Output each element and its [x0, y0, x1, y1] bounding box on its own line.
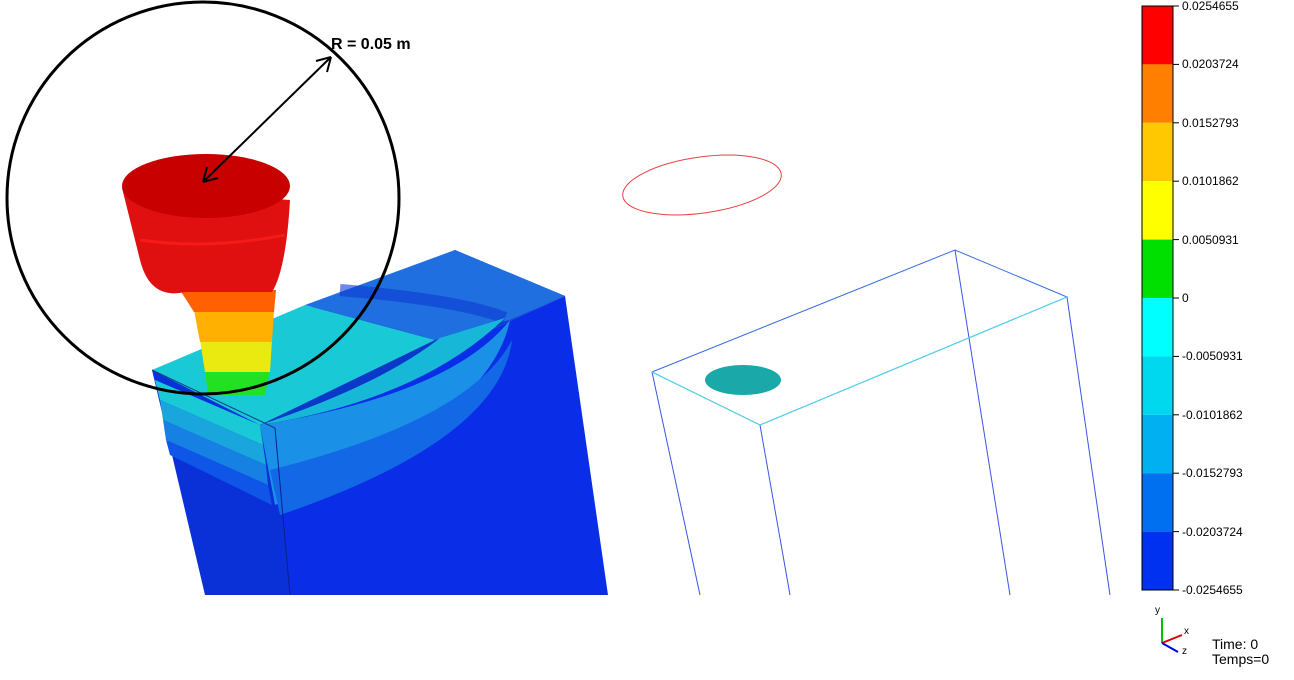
colorbar-tick-label: -0.0203724 — [1182, 524, 1243, 539]
radius-circle — [5, 0, 401, 396]
contact-ring — [622, 154, 782, 216]
colorbar-band — [1142, 356, 1173, 415]
colorbar-tick-label: 0.0101862 — [1182, 174, 1239, 189]
colorbar-band — [1142, 414, 1173, 474]
colorbar-tick-label: 0 — [1182, 291, 1189, 305]
colorbar-tick-label: -0.0101862 — [1182, 407, 1243, 422]
axis-z-label: z — [1182, 646, 1187, 657]
axes-triad-icon — [1161, 618, 1183, 653]
temps-label: Temps=0 — [1212, 651, 1270, 667]
colorbar — [1141, 5, 1179, 591]
colorbar-tick-label: 0.0203724 — [1182, 57, 1239, 72]
colorbar-band — [1142, 239, 1173, 298]
contact-patch — [705, 365, 781, 395]
colorbar-band — [1142, 298, 1173, 357]
colorbar-tick-label: -0.0050931 — [1182, 349, 1243, 364]
colorbar-band — [1142, 6, 1173, 65]
radius-label: R = 0.05 m — [331, 36, 411, 53]
colorbar-band — [1142, 473, 1173, 532]
wireframe-block — [651, 249, 1111, 596]
axis-x-label: x — [1184, 626, 1189, 637]
time-label: Time: 0 — [1212, 636, 1259, 652]
colorbar-tick-label: 0.0152793 — [1182, 115, 1239, 130]
colorbar-tick-label: -0.0152793 — [1182, 466, 1243, 481]
colorbar-tick-label: 0.0254655 — [1182, 0, 1239, 13]
colorbar-tick-label: 0.0050931 — [1182, 232, 1239, 247]
indenter — [122, 154, 290, 395]
radius-arrow — [202, 56, 332, 183]
colorbar-band — [1142, 64, 1173, 123]
colorbar-tick-label: -0.0254655 — [1182, 583, 1243, 597]
colorbar-band — [1142, 122, 1173, 182]
axis-y-label: y — [1155, 605, 1160, 616]
colorbar-band — [1142, 531, 1173, 590]
colorbar-band — [1142, 181, 1173, 240]
